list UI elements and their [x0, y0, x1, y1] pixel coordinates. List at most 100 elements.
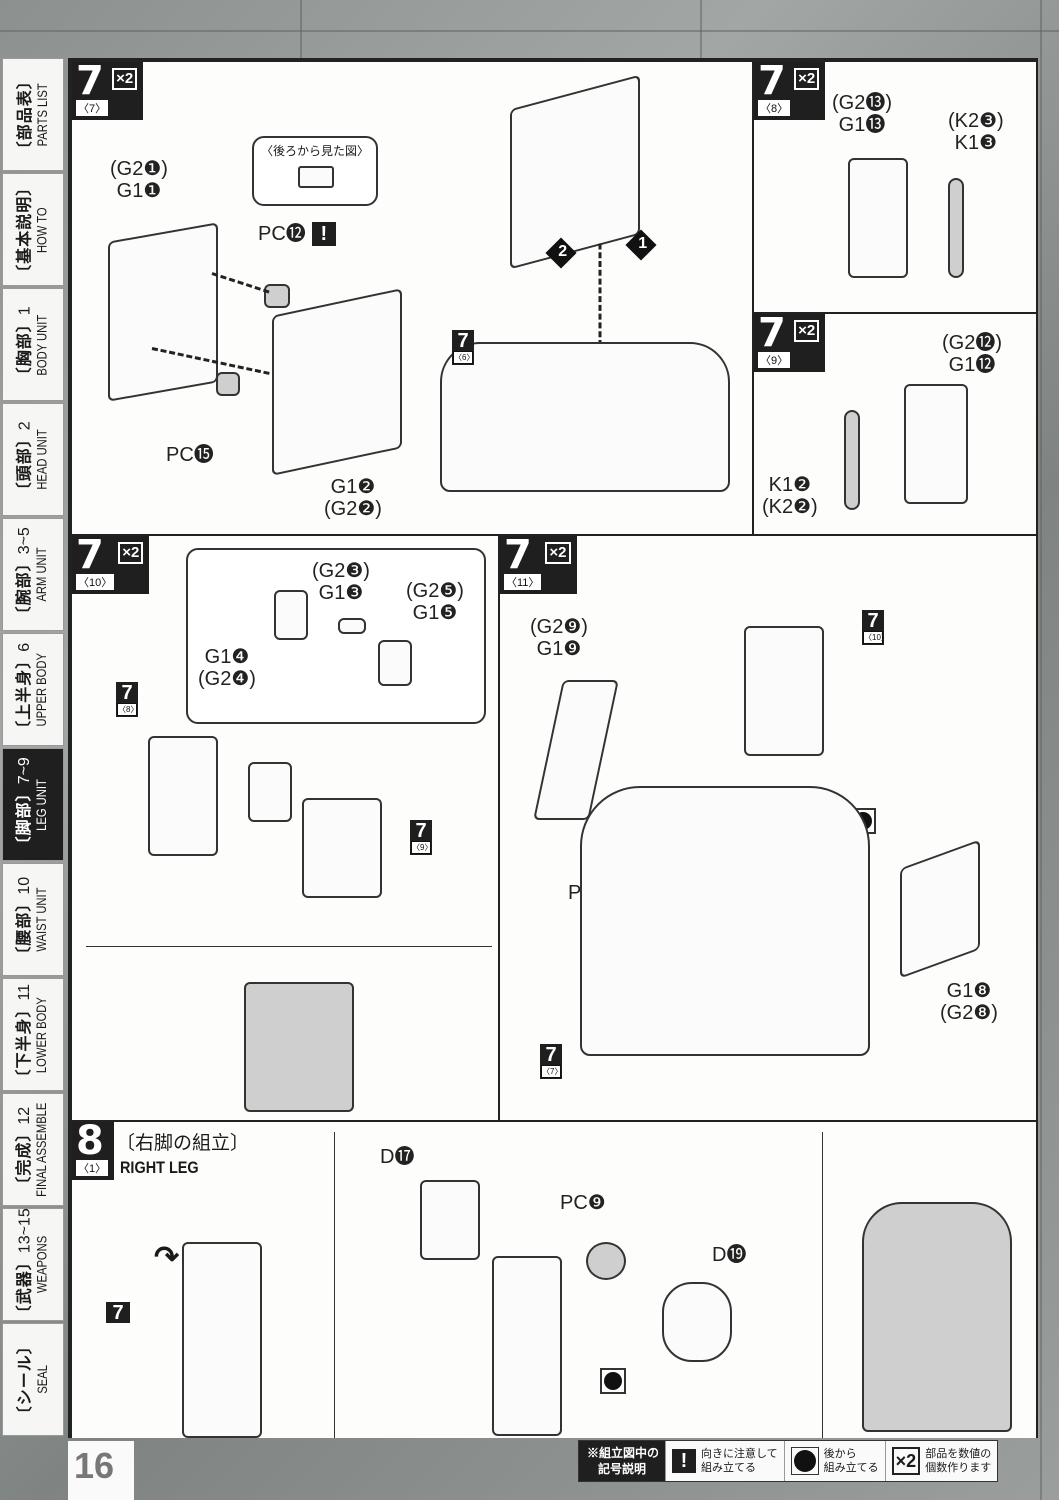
- part-label-d19: D⓳: [712, 1244, 747, 1266]
- ref-badge-7-7: 7〈7〉: [540, 1044, 562, 1079]
- part-7-10-assembly: [744, 626, 824, 756]
- part-7-8-assembly: [148, 736, 218, 856]
- part-g1-3: [338, 618, 366, 634]
- side-tab-seal[interactable]: 〔シール〕SEAL: [2, 1323, 64, 1436]
- part-leg-assembly: [182, 1242, 262, 1438]
- part-label-k1-3: (K2❸) K1❸: [948, 110, 1004, 154]
- part-7-9-assembly: [302, 798, 382, 898]
- tab-section-number: 2: [16, 421, 34, 430]
- tab-label-jp: 〔腰部〕: [16, 894, 34, 963]
- part-label-g1-5: (G2❺) G1❺: [406, 580, 464, 624]
- divider: [822, 1132, 823, 1438]
- legend-item-warning: ! 向きに注意して 組み立てる: [665, 1441, 784, 1481]
- tab-label-jp: 〔基本説明〕: [16, 178, 34, 281]
- tab-section-number: 7~9: [16, 756, 34, 785]
- tab-label-en: UPPER BODY: [33, 652, 50, 727]
- part-foot-base: [440, 342, 730, 492]
- part-label-pc12: PC⓬ !: [258, 222, 336, 246]
- part-completed-right-leg: [862, 1202, 1012, 1432]
- tab-section-number: 3~5: [16, 526, 34, 555]
- part-d17: [420, 1180, 480, 1260]
- part-label-k1-2: K1❷ (K2❷): [762, 474, 818, 518]
- step-7-6-assembly-panel: 2 1 7〈6〉: [420, 60, 754, 536]
- background-line: [1040, 0, 1042, 1500]
- tab-section-number: 11: [16, 983, 34, 1001]
- part-foot-assembly: [580, 786, 870, 1056]
- divider: [334, 1132, 335, 1438]
- step-number: 7: [76, 60, 104, 104]
- ref-badge-7: 7: [106, 1302, 130, 1323]
- tab-label-jp: 〔シール〕: [16, 1336, 34, 1422]
- tab-label-jp: 〔胸部〕: [16, 314, 34, 383]
- part-label-pc15: PC⓯: [166, 444, 214, 466]
- part-label-g1-1: (G2❶) G1❶: [110, 158, 168, 202]
- side-tab-parts-list[interactable]: 〔部品表〕PARTS LIST: [2, 58, 64, 171]
- step-badge: 7〈10〉 ×2: [72, 536, 150, 594]
- page-number: 16: [68, 1441, 134, 1500]
- rear-assembly-icon: [600, 1368, 626, 1394]
- part-g1-1: [108, 222, 218, 402]
- tab-section-number: 6: [16, 642, 34, 652]
- part-g1-13: [848, 158, 908, 278]
- part-leg-core: [492, 1256, 562, 1436]
- instruction-sheet: 7 〈7〉 ×2 〈後ろから見た図〉 (G2❶) G1❶ PC⓬ ! PC⓯ G…: [68, 58, 1038, 1438]
- tab-section-number: 12: [16, 1106, 34, 1125]
- part-leg-upper-assembly: [510, 74, 640, 270]
- step-title-en: RIGHT LEG: [120, 1158, 199, 1177]
- ref-badge-7-6: 7〈6〉: [452, 330, 474, 365]
- step-7-10-panel: 7〈10〉 ×2 (G2❸) G1❸ (G2❺) G1❺ G1❹ (G2❹) 7…: [70, 534, 500, 1122]
- part-g1-4: [274, 590, 308, 640]
- tab-label-jp: 〔頭部〕: [16, 429, 34, 498]
- multiply-badge: ×2: [112, 68, 138, 90]
- rear-view-callout: 〈後ろから見た図〉: [252, 136, 378, 206]
- step-7-8-panel: 7〈8〉 ×2 (G2⓭) G1⓭ (K2❸) K1❸: [752, 60, 1038, 314]
- divider: [86, 946, 492, 947]
- tab-label-en: PARTS LIST: [33, 82, 50, 147]
- part-label-g1-8: G1❽ (G2❽): [940, 980, 998, 1024]
- part-label-pc9: PC❾: [560, 1192, 606, 1214]
- tab-label-en: HOW TO: [33, 206, 50, 253]
- legend-text: 部品を数値の 個数作ります: [925, 1448, 992, 1474]
- part-pc12: [264, 284, 290, 308]
- tab-label-en: HEAD UNIT: [33, 429, 50, 490]
- tab-label-jp: 〔脚部〕: [16, 784, 34, 853]
- tab-label-jp: 〔完成〕: [16, 1124, 34, 1193]
- part-k1-2-cable: [844, 410, 860, 510]
- tab-label-en: ARM UNIT: [33, 547, 50, 602]
- ref-badge-7-10: 7〈10〉: [862, 610, 889, 645]
- legend-item-rear: 後から 組み立てる: [783, 1441, 885, 1481]
- tab-section-number: 13~15: [16, 1208, 34, 1253]
- tab-label-jp: 〔部品表〕: [16, 71, 34, 157]
- tab-section-number: 1: [16, 306, 34, 315]
- part-g1-5: [378, 640, 412, 686]
- tab-label-jp: 〔武器〕: [16, 1252, 34, 1321]
- step-badge: 7 〈7〉 ×2: [72, 60, 144, 120]
- part-d19: [662, 1282, 732, 1362]
- tab-section-number: 10: [16, 876, 34, 895]
- part-polycap-rear: [298, 166, 334, 188]
- tab-label-en: WAIST UNIT: [33, 887, 50, 952]
- warning-icon: !: [311, 222, 336, 246]
- legend-item-multiply: ×2 部品を数値の 個数作ります: [884, 1441, 998, 1481]
- detail-callout: (G2❸) G1❸ (G2❺) G1❺ G1❹ (G2❹): [186, 548, 486, 724]
- assembly-arrow: [211, 272, 270, 294]
- legend-text: 後から 組み立てる: [823, 1448, 879, 1474]
- side-tab-how-to[interactable]: 〔基本説明〕HOW TO: [2, 173, 64, 286]
- tab-label-en: FINAL ASSEMBLE: [33, 1102, 50, 1197]
- tab-label-en: WEAPONS: [33, 1235, 50, 1294]
- background-line: [300, 0, 302, 58]
- tab-label-jp: 〔下半身〕: [16, 1000, 34, 1086]
- warning-icon: !: [672, 1449, 696, 1473]
- part-label-g1-3: (G2❸) G1❸: [312, 560, 370, 604]
- pc12-text: PC⓬: [258, 223, 306, 245]
- callout-title: 〈後ろから見た図〉: [260, 144, 369, 158]
